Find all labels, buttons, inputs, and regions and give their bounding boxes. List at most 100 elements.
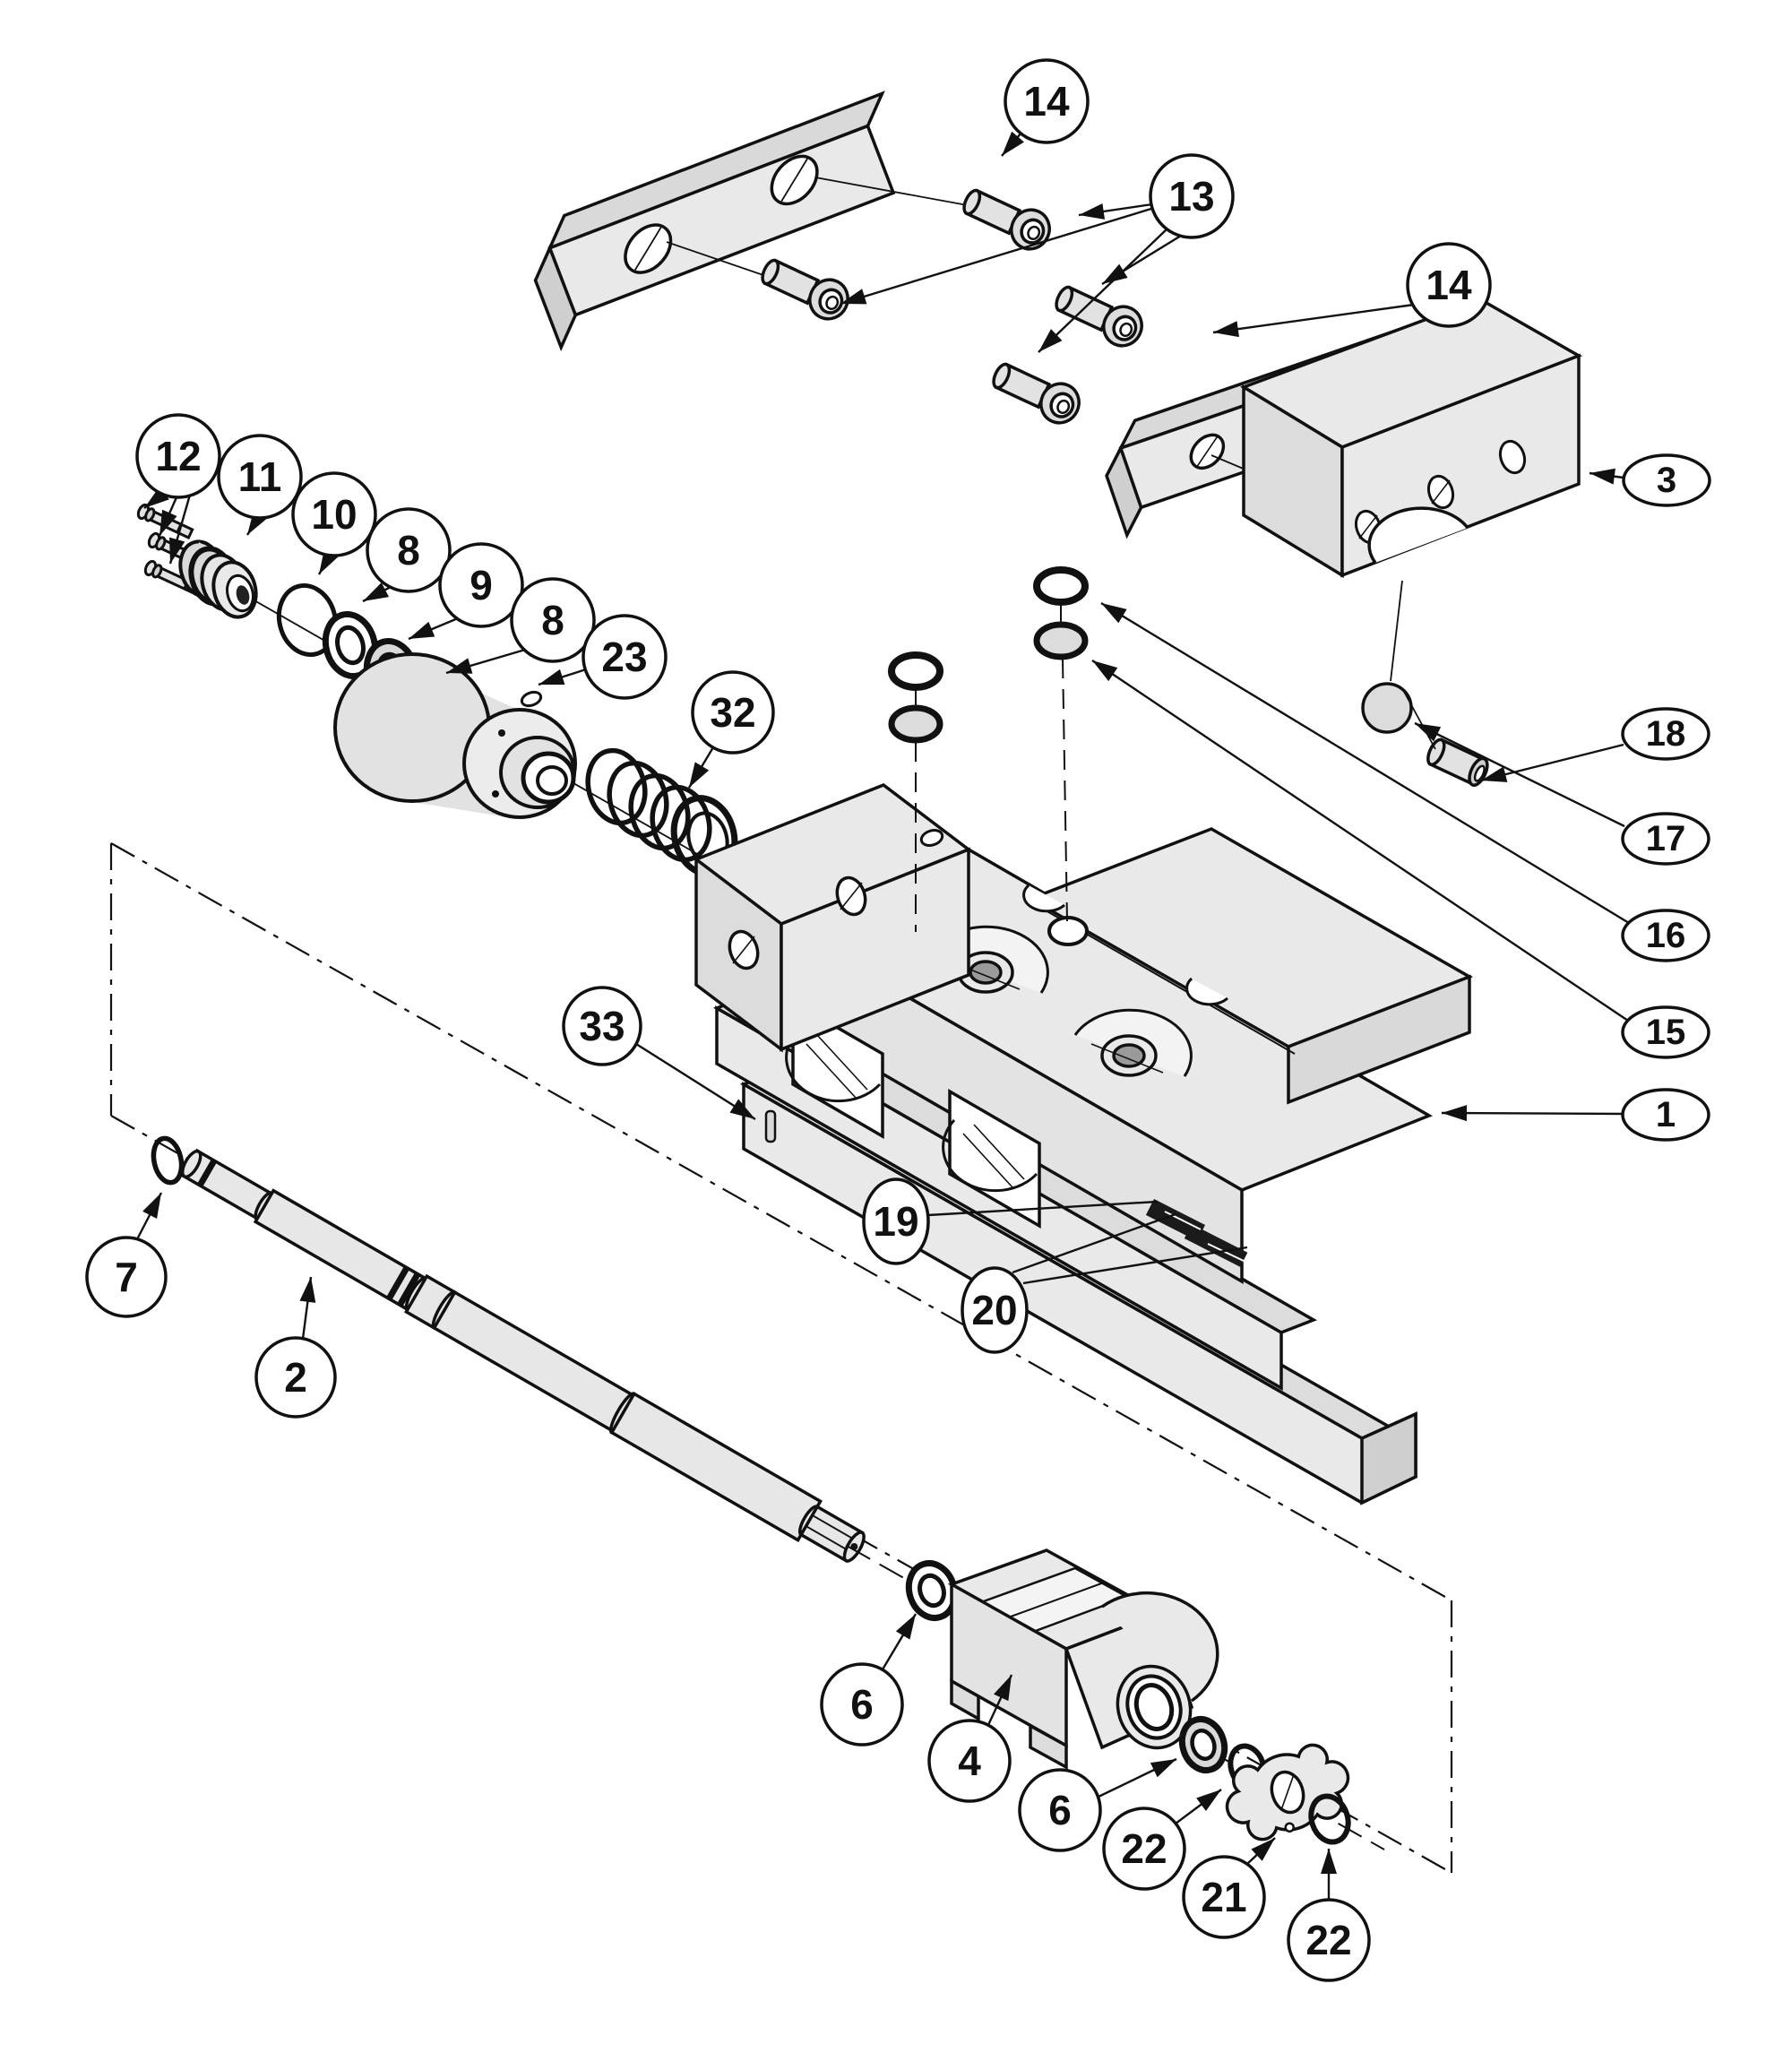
callout-label-23: 23 <box>601 634 647 680</box>
o-ring-10 <box>276 582 339 658</box>
callout-label-11: 11 <box>238 453 282 500</box>
callout-8b: 8 <box>510 577 596 663</box>
callout-label-21: 21 <box>1201 1874 1246 1920</box>
leader-line-15 <box>1091 660 1629 1022</box>
callout-label-10: 10 <box>311 491 357 538</box>
assembly-line <box>814 177 983 209</box>
callout-21: 21 <box>1182 1855 1266 1939</box>
callout-label-6a: 6 <box>850 1681 874 1728</box>
callout-3: 3 <box>1622 453 1711 507</box>
callout-label-4: 4 <box>958 1738 981 1784</box>
ball-17 <box>1361 682 1413 734</box>
callout-label-14a: 14 <box>1023 78 1070 125</box>
callout-22b: 22 <box>1287 1898 1371 1982</box>
leader-arrowhead-13 <box>840 289 867 305</box>
callout-balloon-6b <box>1018 1768 1102 1852</box>
leader-arrowhead-9 <box>409 621 435 639</box>
washer-6b <box>1178 1716 1228 1773</box>
callout-22a: 22 <box>1102 1807 1186 1891</box>
callout-balloon-8a <box>366 507 452 593</box>
callout-balloon-13 <box>1149 153 1235 239</box>
callout-label-17: 17 <box>1646 819 1686 858</box>
leader-arrowhead-22a <box>1196 1790 1221 1811</box>
callout-8a: 8 <box>366 507 452 593</box>
cap-screws-13 <box>761 188 1143 425</box>
assembly-line <box>1402 689 1436 750</box>
leader-arrowhead-23 <box>538 668 565 686</box>
leader-arrowhead-13 <box>1079 203 1106 220</box>
leader-arrowhead-13 <box>1038 329 1063 352</box>
callout-9: 9 <box>438 542 524 628</box>
callout-label-2: 2 <box>284 1354 307 1401</box>
leader-arrowhead-8a <box>363 582 390 601</box>
leader-arrowhead-21 <box>1251 1838 1275 1861</box>
leader-arrowhead-6a <box>895 1614 916 1640</box>
leader-line-20 <box>1012 1212 1176 1274</box>
callout-balloon-32 <box>691 670 775 755</box>
leader-line-17 <box>1414 721 1625 828</box>
leader-arrowhead-15 <box>1092 660 1118 682</box>
callout-label-6b: 6 <box>1048 1787 1072 1833</box>
callout-balloon-22b <box>1287 1898 1371 1982</box>
callout-14b: 14 <box>1406 242 1492 328</box>
leader-line-16 <box>1100 601 1630 925</box>
callout-balloon-1 <box>1621 1088 1710 1142</box>
washer-6a <box>905 1560 959 1621</box>
leader-arrowhead-17 <box>1415 723 1442 742</box>
vise-body-1 <box>693 783 1474 1505</box>
fixed-jaw-block <box>693 783 972 1053</box>
callout-balloon-22a <box>1102 1807 1186 1891</box>
leader-arrowhead-16 <box>1101 603 1127 624</box>
leader-arrowhead-7 <box>142 1193 161 1219</box>
callout-label-19: 19 <box>873 1198 918 1245</box>
callout-label-22b: 22 <box>1305 1917 1351 1963</box>
callout-18: 18 <box>1621 707 1710 761</box>
leader-line-19 <box>927 1200 1159 1217</box>
callout-balloon-21 <box>1182 1855 1266 1939</box>
leader-arrowhead-33 <box>729 1099 755 1119</box>
callout-1: 1 <box>1621 1088 1710 1142</box>
callout-2: 2 <box>254 1336 337 1419</box>
callout-balloon-33 <box>562 986 642 1066</box>
o-ring-22b <box>1308 1793 1351 1845</box>
callout-balloon-9 <box>438 542 524 628</box>
leader-line-1 <box>1441 1111 1624 1116</box>
end-bracket-4 <box>947 1548 1219 1770</box>
pin-33 <box>764 1109 777 1143</box>
callout-15: 15 <box>1621 1005 1710 1059</box>
callout-32: 32 <box>691 670 775 755</box>
clamp-seat-2 <box>1073 1008 1193 1077</box>
leader-line-14b <box>1212 303 1415 334</box>
leader-line-13 <box>1038 228 1168 353</box>
callout-balloon-2 <box>254 1336 337 1419</box>
callout-balloon-15 <box>1621 1005 1710 1059</box>
piston-11 <box>178 539 258 619</box>
callout-20: 20 <box>961 1266 1029 1354</box>
callout-12: 12 <box>135 413 221 499</box>
callout-balloon-23 <box>582 614 668 700</box>
callout-6a: 6 <box>820 1662 904 1747</box>
snap-ring-7 <box>151 1135 185 1186</box>
callout-label-7: 7 <box>115 1254 138 1300</box>
callout-33: 33 <box>562 986 642 1066</box>
leader-arrowhead-3 <box>1590 468 1615 485</box>
callout-23: 23 <box>582 614 668 700</box>
oring-plug-pair-right <box>1033 566 1089 922</box>
leader-arrowhead-14b <box>1213 321 1239 338</box>
callout-label-14b: 14 <box>1426 262 1472 308</box>
leader-lines-layer <box>135 131 1630 1900</box>
callout-label-12: 12 <box>155 433 201 479</box>
leader-arrowhead-6b <box>1150 1759 1176 1778</box>
leader-arrowhead-22b <box>1321 1849 1337 1874</box>
callout-10: 10 <box>291 471 377 557</box>
callout-label-16: 16 <box>1646 916 1686 955</box>
leader-arrowhead-14a <box>1002 131 1024 156</box>
leader-arrowhead-8b <box>446 658 473 674</box>
leader-arrowhead-13 <box>1102 263 1128 284</box>
callout-label-8a: 8 <box>397 527 420 574</box>
callout-label-22a: 22 <box>1121 1825 1167 1872</box>
callout-label-13: 13 <box>1168 173 1214 220</box>
callout-19: 19 <box>862 1177 930 1265</box>
